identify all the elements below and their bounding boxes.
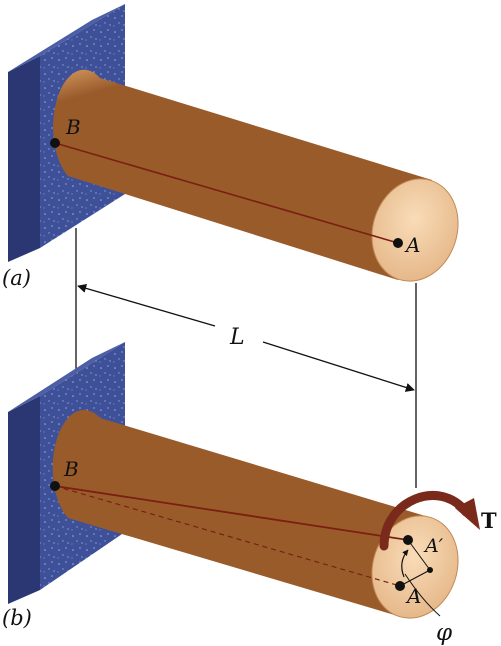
point-b-b xyxy=(50,481,60,491)
torque-label: T xyxy=(481,508,497,533)
angle-label: φ xyxy=(436,620,453,646)
panel-a: B A (a) xyxy=(2,4,459,290)
panel-a-label: (a) xyxy=(2,266,31,290)
point-a-a xyxy=(393,238,403,248)
point-a-prime xyxy=(403,535,413,545)
phi-leader xyxy=(404,573,441,617)
dim-line-left xyxy=(77,283,216,327)
label-b-b: B xyxy=(63,457,79,481)
torque-arrow xyxy=(379,491,480,551)
panel-b: T B A′ A φ (b) xyxy=(2,342,497,646)
angle-arc xyxy=(401,549,409,578)
dimension-l: L xyxy=(75,228,417,488)
dim-line-right xyxy=(262,341,415,392)
line-ab-a xyxy=(54,142,399,244)
point-a-b xyxy=(395,581,405,591)
length-label: L xyxy=(229,325,245,350)
original-line-dashed xyxy=(54,485,401,587)
twisted-line xyxy=(54,485,409,541)
label-b-a: B xyxy=(65,115,81,139)
point-b-a xyxy=(50,138,60,148)
shaft-a xyxy=(53,69,459,282)
shaft-b xyxy=(52,409,459,619)
label-a-prime: A′ xyxy=(423,535,444,557)
label-a-a: A xyxy=(404,233,420,257)
panel-b-label: (b) xyxy=(2,606,32,630)
label-a-b: A xyxy=(405,584,421,608)
